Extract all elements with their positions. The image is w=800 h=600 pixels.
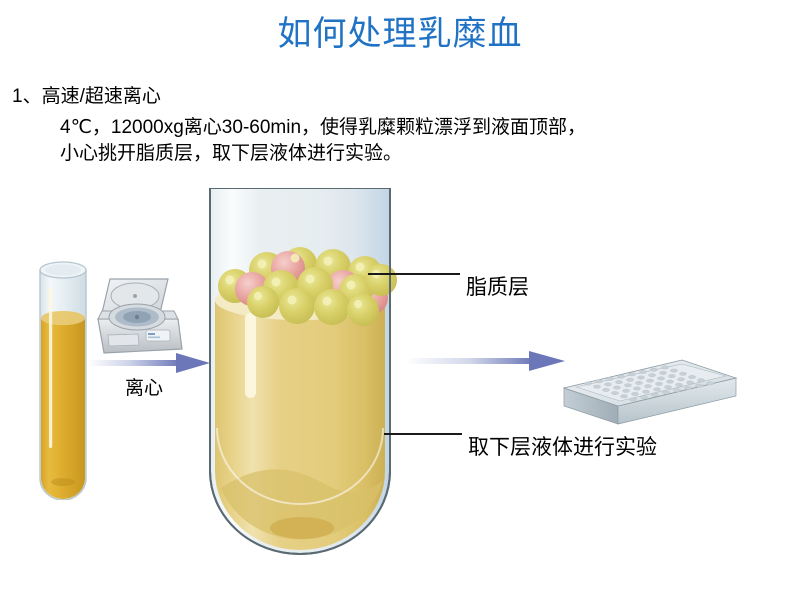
arrow-centrifuge-label: 离心 [124, 378, 163, 399]
arrow-to-plate [405, 351, 565, 371]
callout-leader-line [368, 273, 460, 275]
96-well-microplate [562, 359, 738, 425]
callout-lipid-layer-label: 脂质层 [466, 276, 529, 299]
illustration: 离心 [0, 180, 800, 580]
callout-lower-liquid-label: 取下层液体进行实验 [468, 436, 657, 459]
page-title: 如何处理乳糜血 [277, 15, 523, 53]
content-paragraph: 4℃，12000xg离心30-60min，使得乳糜颗粒漂浮到液面顶部， 小心挑开… [12, 115, 772, 167]
content-block: 1、高速/超速离心 4℃，12000xg离心30-60min，使得乳糜颗粒漂浮到… [12, 84, 772, 167]
arrow-centrifuge-step [88, 353, 210, 373]
content-heading: 1、高速/超速离心 [12, 86, 161, 107]
sample-tube-after [209, 188, 397, 555]
paragraph-line-1: 4℃，12000xg离心30-60min，使得乳糜颗粒漂浮到液面顶部， [60, 117, 587, 138]
lipid-sphere-group [218, 247, 397, 326]
callout-leader-line [384, 433, 462, 435]
centrifuge-icon [97, 278, 183, 354]
paragraph-line-2: 小心挑开脂质层，取下层液体进行实验。 [60, 143, 403, 164]
sample-tube-before [39, 261, 87, 500]
